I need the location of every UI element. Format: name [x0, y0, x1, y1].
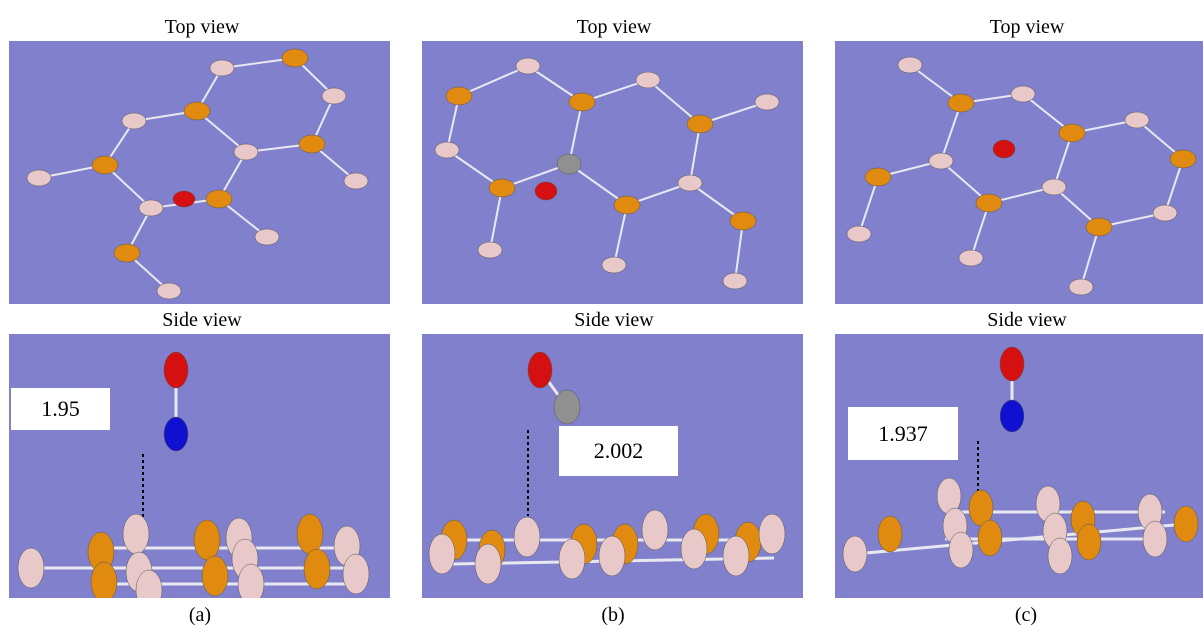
top-view-title-a: Top view [164, 16, 240, 38]
side-view-title-b: Side view [574, 309, 654, 331]
top-view-panel-a [9, 41, 390, 304]
molecule-top-b [434, 57, 780, 290]
distance-label-a: 1.95 [11, 388, 110, 430]
molecule-top-c [846, 56, 1197, 296]
side-view-panel-c: 1.937 [835, 334, 1203, 598]
panel-label-b: (b) [601, 604, 625, 626]
top-view-title-b: Top view [576, 16, 652, 38]
molecule-side-c [842, 346, 1199, 575]
panel-label-c: (c) [1014, 604, 1038, 626]
distance-label-b: 2.002 [559, 426, 678, 476]
side-view-panel-a: 1.95 [9, 334, 390, 598]
side-view-title-a: Side view [162, 309, 242, 331]
side-view-panel-b: 2.002 [422, 334, 803, 598]
side-view-title-c: Side view [987, 309, 1067, 331]
molecule-side-a [17, 351, 370, 598]
molecule-top-a [26, 48, 369, 300]
top-view-panel-c [835, 41, 1203, 304]
distance-label-c: 1.937 [848, 407, 958, 460]
panel-label-a: (a) [188, 604, 212, 626]
top-view-panel-b [422, 41, 803, 304]
molecule-side-b [428, 351, 786, 585]
top-view-title-c: Top view [989, 16, 1065, 38]
